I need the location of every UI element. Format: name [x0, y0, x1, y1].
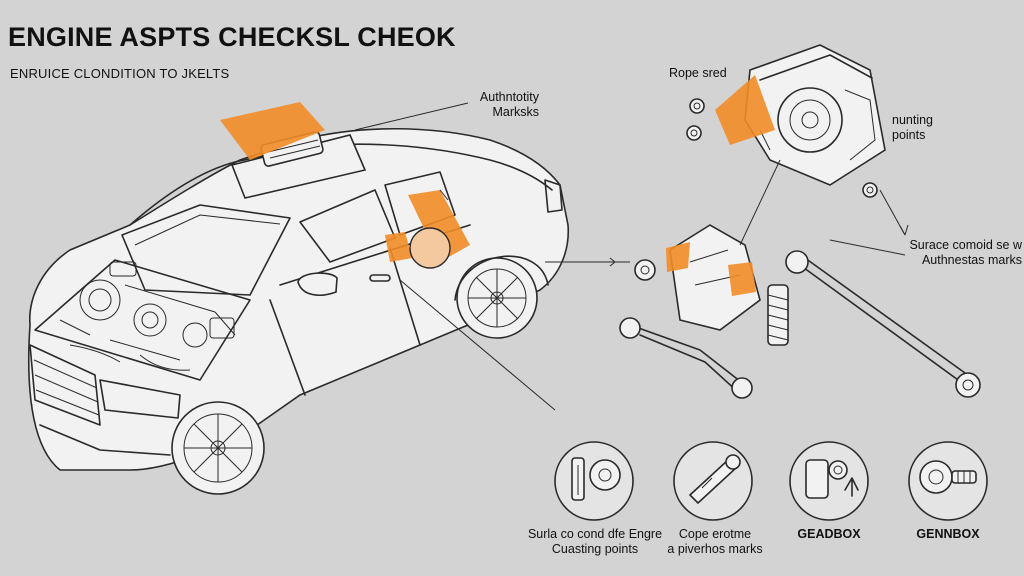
callout-surface: Surace comoid se w Authnestas marks	[909, 238, 1022, 268]
front-wheel	[171, 401, 265, 495]
icon-caption-bolt: GENNBOX	[916, 527, 980, 541]
icon-bolt-gear-icon	[908, 441, 988, 521]
icon-caption-wrench-line1: Cope erotme	[678, 527, 752, 541]
callout-authenticity-line2: Marksks	[492, 105, 539, 119]
icon-brake-assembly-icon	[554, 441, 634, 521]
callout-authenticity-line1: Authntotity	[479, 90, 539, 104]
bracket-illustration	[666, 224, 761, 331]
rear-wheel	[456, 257, 538, 339]
callout-mounting: nunting points	[892, 113, 933, 143]
icon-caption-wrench: Cope erotme a piverhos marks	[650, 527, 780, 557]
page-subtitle: ENRUICE CLONDITION TO JKELTS	[10, 66, 230, 81]
callout-mounting-line2: points	[892, 128, 926, 142]
tie-rod-illustration	[785, 250, 981, 398]
car-illustration	[27, 102, 570, 495]
icon-caption-brake-line1: Surla co cond dfe Engre	[527, 527, 663, 541]
icon-caption-brake-line2: Cuasting points	[551, 542, 639, 556]
icon-caption-wrench-line2: a piverhos marks	[667, 542, 763, 556]
leader-lines	[354, 102, 909, 411]
callout-mounting-line1: nunting	[892, 113, 934, 127]
nut-parts	[634, 98, 878, 281]
callout-authenticity: Authntotity Marksks	[480, 90, 539, 120]
icon-wrench-part-icon	[673, 441, 753, 521]
engine-block-illustration	[715, 44, 886, 186]
icon-caption-gearbox: GEADBOX	[797, 527, 861, 541]
control-arm-illustration	[619, 284, 789, 399]
icon-gearbox-icon	[789, 441, 869, 521]
callout-rope: Rope sred	[669, 66, 727, 80]
callout-surface-line2: Authnestas marks	[921, 253, 1022, 267]
page-title: ENGINE ASPTS CHECKSL CHEOK	[8, 22, 456, 52]
icon-caption-brake: Surla co cond dfe Engre Cuasting points	[520, 527, 670, 557]
callout-surface-line1: Surace comoid se w	[909, 238, 1022, 252]
